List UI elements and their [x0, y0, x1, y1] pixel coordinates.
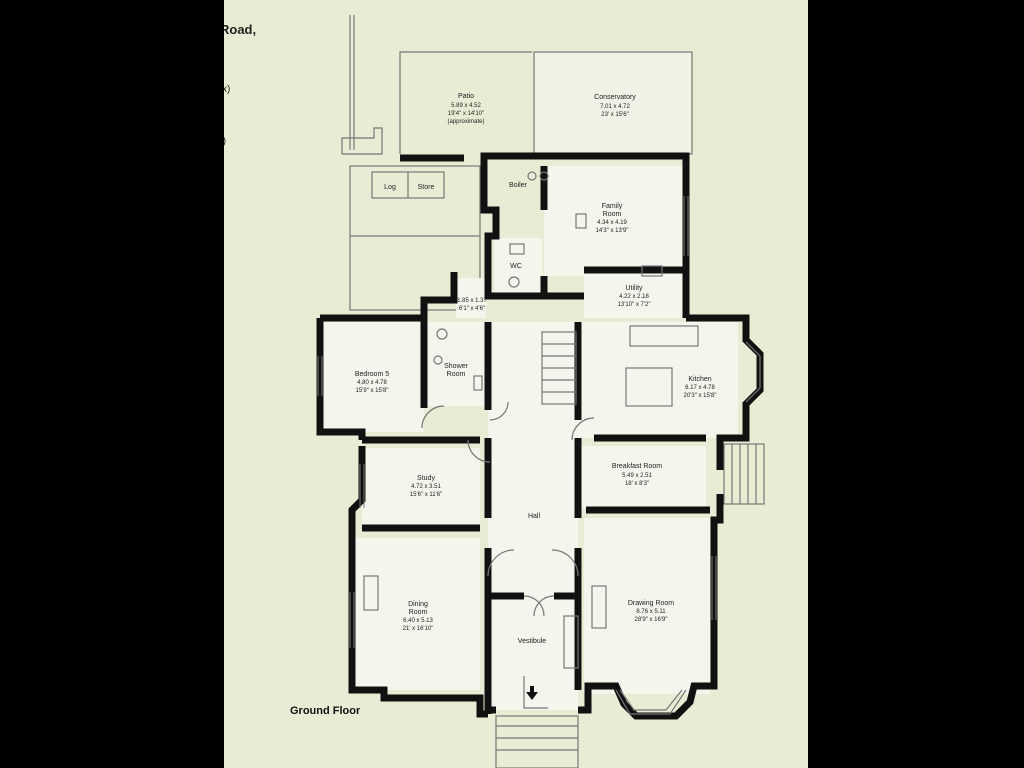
breakfast-room-label: Breakfast Room: [612, 463, 662, 470]
family-room-imperial: 14'3" x 13'9": [596, 228, 629, 234]
floor-plan-drawing: Patio 5.89 x 4.52 19'4" x 14'10" (approx…: [316, 15, 765, 768]
patio-note: (approximate): [447, 119, 484, 125]
header-fragment-1: x): [224, 84, 231, 95]
header-fragment-2: :): [224, 136, 226, 147]
bedroom5-imperial: 15'9" x 15'8": [356, 388, 389, 394]
store-label: Store: [418, 184, 435, 191]
small-room-imperial: 6'1" x 4'6": [459, 306, 485, 312]
patio-label: Patio: [458, 93, 474, 100]
log-label: Log: [384, 184, 396, 191]
wc-label: WC: [510, 263, 522, 270]
conservatory-outline: [533, 51, 693, 155]
study-metric: 4.72 x 3.51: [411, 484, 441, 490]
family-room-label: Family: [602, 203, 623, 210]
utility-imperial: 13'10" x 7'2": [618, 302, 651, 308]
breakfast-room-imperial: 18' x 8'3": [625, 481, 649, 487]
header-fragment-road: Road,: [224, 22, 257, 37]
drawing-room-label: Drawing Room: [628, 600, 674, 607]
conservatory-label: Conservatory: [594, 94, 636, 101]
bedroom5-label: Bedroom 5: [355, 371, 389, 378]
family-room-metric: 4.34 x 4.19: [597, 220, 627, 226]
kitchen-imperial: 20'3" x 15'8": [684, 393, 717, 399]
vestibule-label: Vestibule: [518, 638, 547, 645]
patio-metric: 5.89 x 4.52: [451, 103, 481, 109]
patio-outline: [399, 51, 532, 154]
small-room-metric: 1.85 x 1.37: [457, 298, 487, 304]
conservatory-metric: 7.01 x 4.72: [600, 104, 630, 110]
dining-room-label: Dining: [408, 601, 428, 608]
dining-room-imperial: 21' x 16'10": [403, 626, 434, 632]
study-imperial: 15'6" x 11'6": [410, 492, 442, 498]
bedroom5-metric: 4.80 x 4.78: [357, 380, 387, 386]
family-room-label-2: Room: [603, 211, 622, 218]
kitchen-metric: 6.17 x 4.78: [685, 385, 715, 391]
conservatory-imperial: 23' x 15'6": [601, 112, 628, 118]
hall-label: Hall: [528, 513, 541, 520]
dining-room-metric: 6.40 x 5.13: [403, 618, 433, 624]
shower-room-label-2: Room: [447, 371, 466, 378]
utility-metric: 4.22 x 2.18: [619, 294, 649, 300]
breakfast-room-metric: 5.49 x 2.51: [622, 473, 652, 479]
shower-room-label: Shower: [444, 363, 468, 370]
floor-label: Ground Floor: [290, 705, 361, 717]
patio-imperial: 19'4" x 14'10": [448, 111, 484, 117]
study-label: Study: [417, 475, 435, 482]
boiler-label: Boiler: [509, 182, 528, 189]
floor-plan-sheet: Road, x) :): [224, 0, 808, 768]
drawing-room-metric: 8.76 x 5.11: [636, 609, 666, 615]
dining-room-label-2: Room: [409, 609, 428, 616]
utility-label: Utility: [625, 285, 643, 292]
entrance-arrow-icon: [526, 686, 538, 700]
kitchen-label: Kitchen: [688, 376, 711, 383]
drawing-room-imperial: 28'9" x 16'9": [635, 617, 668, 623]
yard-outline: [349, 165, 481, 311]
